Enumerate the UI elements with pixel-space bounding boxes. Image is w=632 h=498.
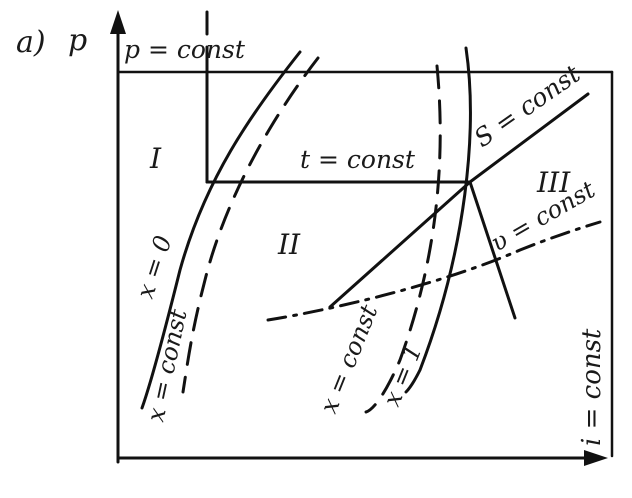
x-axis-arrow (584, 450, 608, 466)
saturated-liquid-label: x = 0 (131, 232, 177, 302)
isochore-dashdot-line (266, 220, 602, 322)
dryness-left-label: x = const (141, 306, 192, 424)
region-liquid-label: I (149, 142, 162, 175)
axis-p-label: p (68, 23, 87, 58)
dryness-right-dashed-curve (364, 64, 442, 414)
isotherm-label: t = const (300, 145, 416, 174)
isobar-label: p = const (124, 35, 246, 64)
isenthalp-label: i = const (577, 328, 607, 446)
dryness-left-dashed-curve (181, 56, 320, 394)
saturated-vapor-curve (404, 46, 472, 394)
saturated-vapor-label: x = 1 (378, 340, 428, 410)
y-axis-arrow (110, 10, 126, 34)
dryness-mid-label: x = const (315, 301, 384, 418)
isenthalp-line (468, 180, 517, 320)
region-superheated-label: III (536, 166, 571, 199)
panel-label: а) (16, 25, 46, 60)
saturated-liquid-curve (140, 50, 302, 410)
region-wet-label: II (277, 228, 301, 261)
axes (110, 10, 608, 466)
